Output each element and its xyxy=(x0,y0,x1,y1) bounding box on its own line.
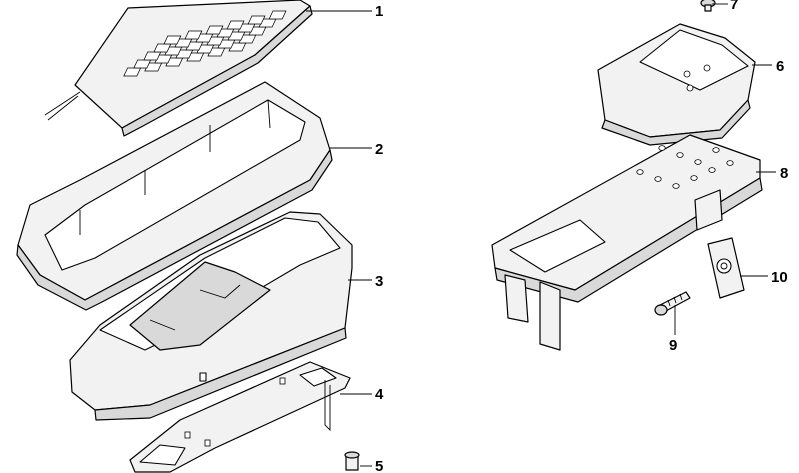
callout-7: 7 xyxy=(730,0,738,13)
keypad-key xyxy=(184,30,203,40)
callout-1: 1 xyxy=(375,3,383,20)
callout-6: 6 xyxy=(776,58,784,75)
part-6-tray xyxy=(597,23,756,146)
plate-hole xyxy=(676,152,684,158)
part-2-frame xyxy=(16,81,333,311)
part-4-mounting-bracket xyxy=(129,361,351,473)
plate-hole xyxy=(726,160,734,166)
part-1-handset xyxy=(44,0,313,137)
callout-4: 4 xyxy=(375,386,384,403)
callout-5: 5 xyxy=(375,458,383,473)
keypad-key xyxy=(163,35,182,45)
callout-10: 10 xyxy=(771,269,788,286)
keypad-key xyxy=(205,25,224,35)
keypad-key xyxy=(268,10,287,20)
part-5-screw xyxy=(344,451,360,471)
plate-hole xyxy=(658,145,666,151)
plate-hole xyxy=(672,183,680,189)
plate-hole xyxy=(654,176,662,182)
callout-8: 8 xyxy=(780,165,788,182)
plate-hole xyxy=(636,169,644,175)
plate-holes xyxy=(636,145,734,189)
part-10-clip-nut xyxy=(707,237,745,299)
plate-hole xyxy=(712,147,720,153)
part-3-console-base xyxy=(69,211,353,421)
plate-hole xyxy=(690,175,698,181)
keypad-key xyxy=(247,15,266,25)
plate-hole xyxy=(694,159,702,165)
callout-2: 2 xyxy=(375,141,383,158)
keypad xyxy=(123,10,287,77)
part-8-console-plate xyxy=(491,134,763,351)
part-7-screw xyxy=(700,0,716,12)
part-9-tapping-screw xyxy=(654,291,691,316)
callout-3: 3 xyxy=(375,273,383,290)
plate-hole xyxy=(708,167,716,173)
callout-9: 9 xyxy=(669,337,677,354)
keypad-key xyxy=(226,20,245,30)
